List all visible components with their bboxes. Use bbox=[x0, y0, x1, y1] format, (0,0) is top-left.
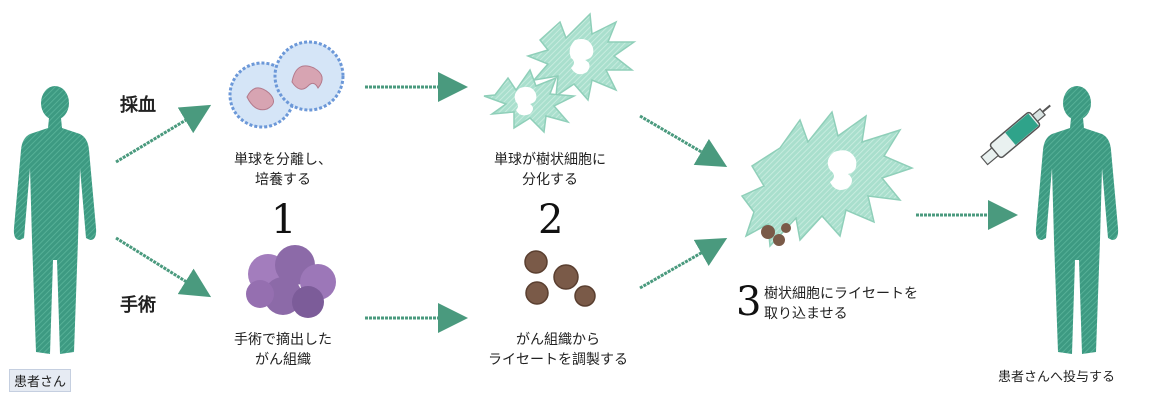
monocyte-icon bbox=[228, 40, 345, 129]
dendritic-nucleus-icon bbox=[761, 150, 857, 246]
step2-top-caption: 単球が樹状細胞に 分化する bbox=[480, 150, 620, 190]
patient-label-left: 患者さん bbox=[9, 369, 72, 392]
human-figure-icon bbox=[13, 86, 97, 354]
arrow-icon bbox=[639, 238, 728, 290]
dendritic-cell-icon bbox=[740, 110, 915, 248]
caption-line: 手術で摘出した bbox=[234, 332, 332, 348]
step-number-1: 1 bbox=[271, 197, 297, 243]
lysate-icon bbox=[524, 250, 596, 307]
caption-line: 樹状細胞にライセートを bbox=[764, 286, 918, 302]
tumor-icon bbox=[246, 245, 336, 318]
step1-bottom-caption: 手術で摘出した がん組織 bbox=[221, 330, 345, 370]
caption-line: 分化する bbox=[522, 172, 578, 188]
caption-line: 培養する bbox=[255, 172, 311, 188]
blood-draw-label: 採血 bbox=[120, 95, 156, 116]
step-number-3: 3 bbox=[736, 279, 762, 325]
step3-caption: 樹状細胞にライセートを 取り込ませる bbox=[764, 284, 918, 324]
patient-label-right: 患者さんへ投与する bbox=[998, 370, 1116, 385]
step1-top-caption: 単球を分離し、 培養する bbox=[221, 150, 345, 190]
caption-line: 単球が樹状細胞に bbox=[494, 152, 606, 168]
syringe-icon bbox=[980, 104, 1051, 166]
arrow-icon bbox=[639, 114, 728, 168]
caption-line: 取り込ませる bbox=[764, 306, 848, 322]
caption-line: がん組織 bbox=[255, 352, 311, 368]
caption-line: ライセートを調製する bbox=[488, 352, 628, 368]
step2-bottom-caption: がん組織から ライセートを調製する bbox=[470, 330, 646, 370]
human-figure-icon bbox=[1035, 86, 1119, 354]
step-number-2: 2 bbox=[538, 197, 564, 243]
caption-line: がん組織から bbox=[516, 332, 600, 348]
dendritic-nucleus-icon bbox=[514, 39, 594, 116]
dendritic-cell-icon bbox=[483, 12, 637, 134]
surgery-label: 手術 bbox=[120, 295, 156, 316]
arrow-icon bbox=[115, 236, 212, 298]
caption-line: 単球を分離し、 bbox=[234, 152, 332, 168]
arrow-icon bbox=[115, 104, 212, 164]
